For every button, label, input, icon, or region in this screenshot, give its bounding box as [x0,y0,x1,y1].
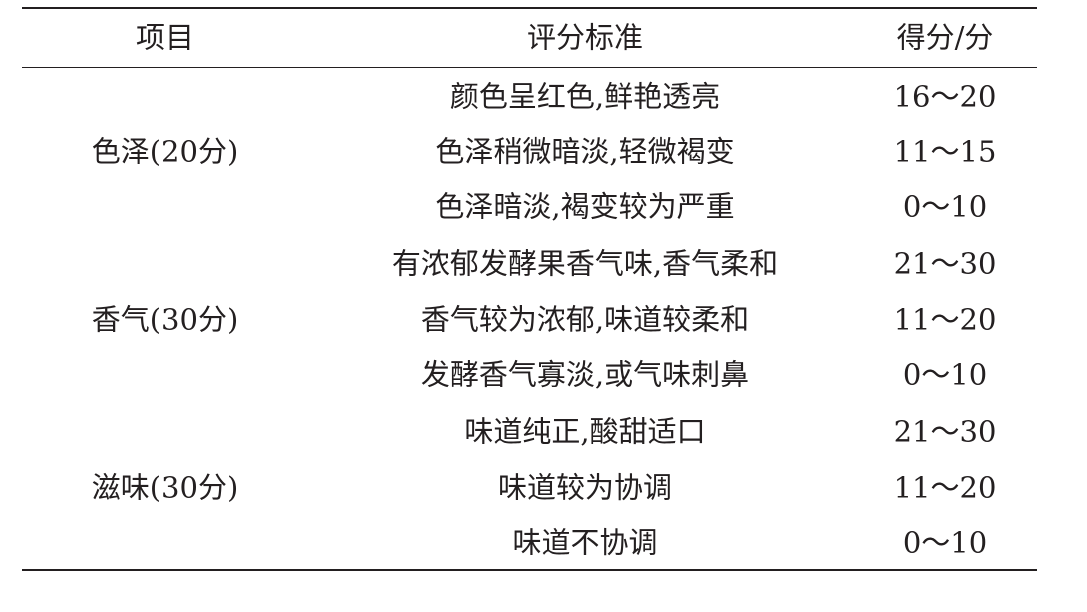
header-item: 项目 [135,20,195,55]
criteria-cell: 颜色呈红色,鲜艳透亮 [449,79,721,114]
score-cell: 21～30 [893,246,997,281]
header-criteria: 评分标准 [526,20,644,55]
top-rule [22,7,1037,9]
score-cell: 0～10 [902,189,988,224]
score-cell: 0～10 [902,525,988,560]
criteria-cell: 发酵香气寡淡,或气味刺鼻 [420,357,750,392]
criteria-cell: 味道较为协调 [497,470,673,505]
score-cell: 11～15 [893,134,997,169]
criteria-cell: 味道纯正,酸甜适口 [464,414,706,449]
score-cell: 16～20 [893,79,997,114]
group-item-label: 香气(30分) [91,302,239,337]
score-cell: 11～20 [893,302,997,337]
criteria-cell: 味道不协调 [512,525,658,560]
group-item-label: 色泽(20分) [91,134,239,169]
criteria-cell: 有浓郁发酵果香气味,香气柔和 [391,246,779,281]
criteria-cell: 香气较为浓郁,味道较柔和 [420,302,750,337]
criteria-cell: 色泽暗淡,褐变较为严重 [435,189,735,224]
bottom-rule [22,569,1037,571]
header-score: 得分/分 [896,20,994,55]
score-cell: 0～10 [902,357,988,392]
group-item-label: 滋味(30分) [91,470,239,505]
header-rule [22,67,1037,68]
score-cell: 11～20 [893,470,997,505]
score-cell: 21～30 [893,414,997,449]
criteria-cell: 色泽稍微暗淡,轻微褐变 [435,134,735,169]
